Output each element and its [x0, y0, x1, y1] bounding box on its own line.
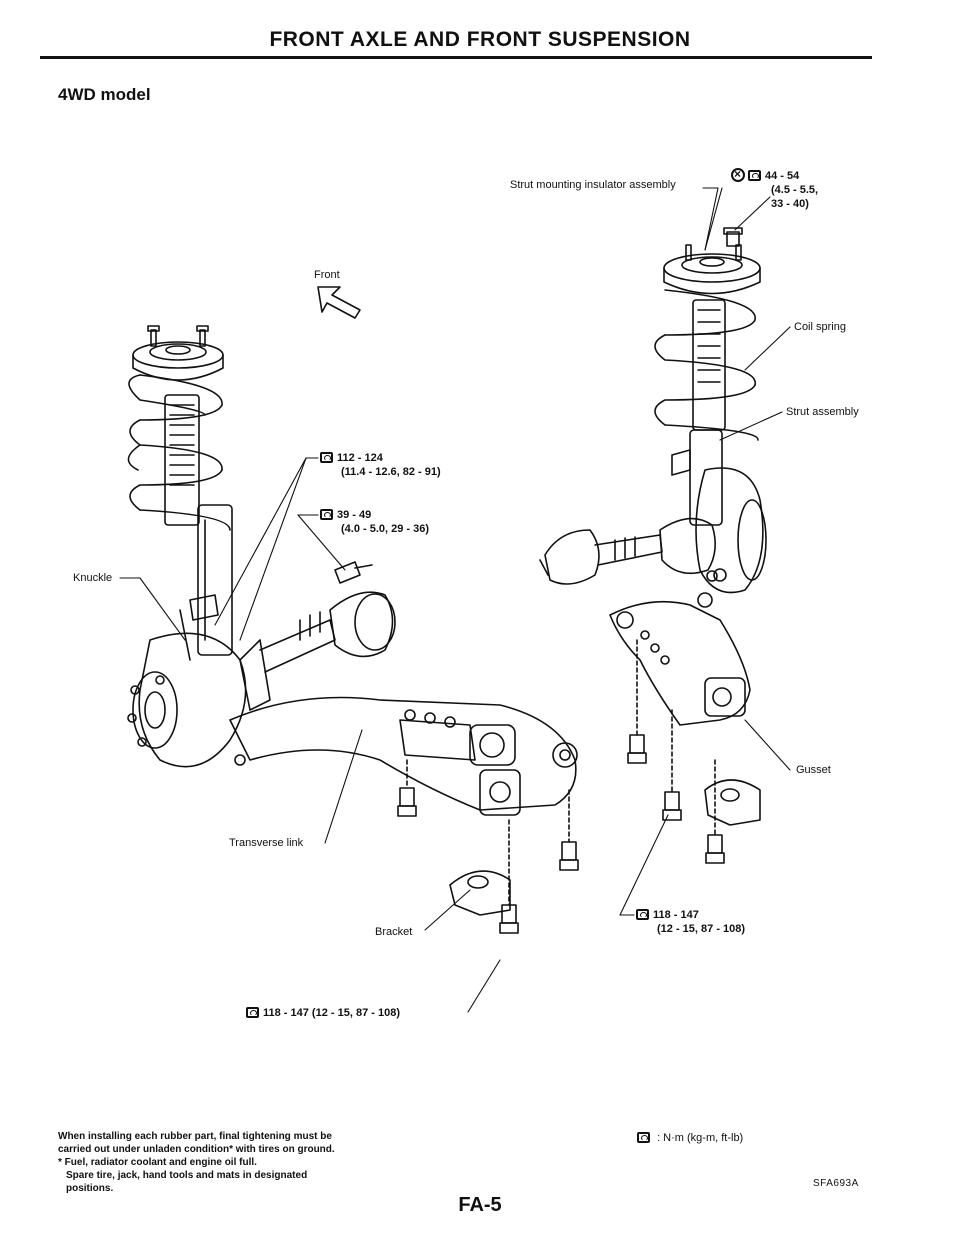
spec-value: 118 - 147 (12 - 15, 87 - 108)	[263, 1007, 400, 1019]
label-strut-mounting-insulator: Strut mounting insulator assembly	[510, 179, 676, 191]
left-coil-spring	[127, 374, 231, 531]
note-line: Spare tire, jack, hand tools and mats in…	[66, 1170, 308, 1181]
label-gusset: Gusset	[796, 764, 831, 776]
torque-wrench-icon	[246, 1007, 259, 1018]
spec-value: (4.0 - 5.0, 29 - 36)	[341, 523, 430, 535]
note-line: When installing each rubber part, final …	[58, 1131, 332, 1142]
torque-spec-gusset-bolt: 118 - 147 (12 - 15, 87 - 108)	[636, 908, 745, 936]
left-strut-body	[164, 394, 233, 656]
page-title: FRONT AXLE AND FRONT SUSPENSION	[269, 28, 691, 51]
right-knuckle	[695, 467, 767, 594]
spec-value: (11.4 - 12.6, 82 - 91)	[341, 466, 441, 478]
label-strut-assembly: Strut assembly	[786, 406, 859, 418]
legend-text: : N·m (kg-m, ft-lb)	[657, 1132, 744, 1144]
front-direction-arrow-icon	[317, 286, 361, 319]
torque-wrench-icon	[320, 509, 333, 520]
right-transverse-link	[609, 570, 751, 726]
spec-value: 33 - 40)	[771, 198, 809, 210]
label-transverse-link: Transverse link	[229, 837, 304, 849]
leader-lines	[119, 187, 791, 1013]
torque-wrench-icon	[637, 1132, 650, 1143]
left-knuckle-hub	[127, 594, 247, 768]
spec-value: (12 - 15, 87 - 108)	[657, 923, 746, 935]
label-bracket: Bracket	[375, 926, 413, 938]
section-title: 4WD model	[58, 85, 151, 104]
installation-note: When installing each rubber part, final …	[58, 1130, 438, 1195]
page-number: FA-5	[458, 1194, 502, 1216]
spec-value: 118 - 147	[653, 909, 699, 921]
left-link-bolts	[397, 759, 579, 871]
torque-unit-legend: : N·m (kg-m, ft-lb)	[637, 1132, 743, 1144]
right-strut-mount	[663, 227, 761, 295]
right-strut-body	[671, 299, 726, 526]
torque-spec-strut-top: 44 - 54 (4.5 - 5.5, 33 - 40)	[731, 167, 819, 211]
left-bracket	[449, 819, 519, 934]
figure-code: SFA693A	[813, 1178, 859, 1189]
label-knuckle: Knuckle	[73, 572, 113, 584]
spec-value: 44 - 54	[765, 170, 800, 182]
right-link-bolts	[627, 639, 682, 821]
right-gusset	[704, 759, 761, 864]
note-line: * Fuel, radiator coolant and engine oil …	[58, 1157, 257, 1168]
note-line: carried out under unladen condition* wit…	[58, 1144, 335, 1155]
non-reusable-part-icon	[731, 167, 745, 182]
right-coil-spring	[654, 289, 759, 441]
spec-value: 39 - 49	[337, 509, 372, 521]
note-line: positions.	[66, 1183, 114, 1194]
left-transverse-link	[229, 696, 578, 816]
torque-wrench-icon	[748, 170, 761, 181]
torque-wrench-icon	[320, 452, 333, 463]
torque-wrench-icon	[636, 909, 649, 920]
left-strut-mount	[132, 325, 224, 381]
label-coil-spring: Coil spring	[794, 321, 846, 333]
torque-spec-knuckle-upper: 112 - 124 (11.4 - 12.6, 82 - 91)	[320, 451, 441, 479]
left-knuckle-bolt	[334, 561, 373, 584]
spec-value: (4.5 - 5.5,	[771, 184, 819, 196]
torque-spec-bracket-bolt: 118 - 147 (12 - 15, 87 - 108)	[246, 1006, 400, 1020]
right-drive-shaft	[539, 517, 716, 585]
spec-value: 112 - 124	[337, 452, 383, 464]
torque-spec-knuckle-lower: 39 - 49 (4.0 - 5.0, 29 - 36)	[320, 508, 429, 536]
title-rule	[40, 56, 872, 59]
label-front: Front	[314, 269, 340, 281]
left-drive-shaft	[239, 591, 396, 711]
